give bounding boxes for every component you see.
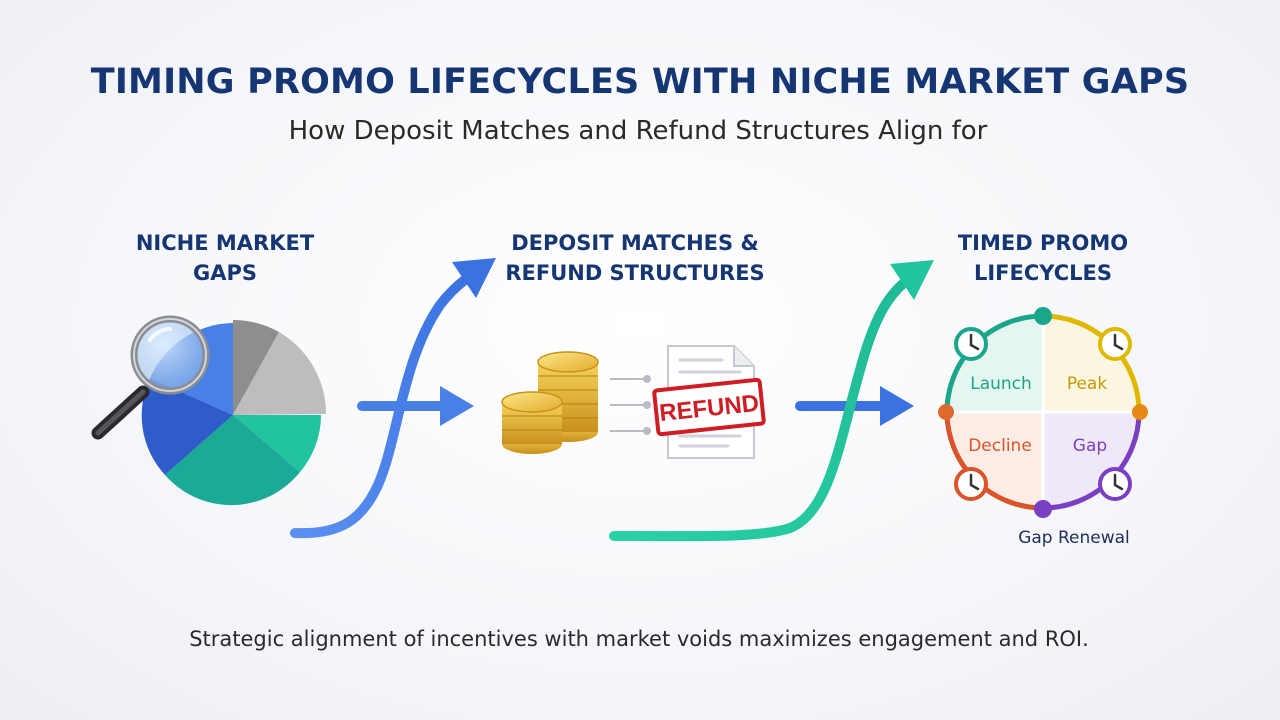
heading-line-2: LIFECYCLES [973, 261, 1113, 285]
refund-stamp: REFUND [652, 377, 766, 437]
heading-timed-promo-lifecycles: TIMED PROMO LIFECYCLES [930, 228, 1156, 288]
clock-icon [1098, 327, 1132, 361]
heading-niche-market-gaps: NICHE MARKET GAPS [110, 228, 340, 288]
pie-slice [141, 378, 233, 475]
lifecycle-node [1034, 500, 1052, 518]
quadrant-label-gap: Gap [1073, 436, 1107, 456]
quadrant-label-decline: Decline [968, 436, 1032, 456]
quadrant-label-launch: Launch [970, 374, 1032, 394]
pie-slice [233, 332, 326, 415]
lifecycle-wheel: Launch Peak Decline Gap [938, 307, 1148, 518]
gap-renewal-label: Gap Renewal [1018, 528, 1130, 548]
pie-slice [233, 320, 279, 415]
connector-lines [610, 375, 651, 435]
heading-line-1: DEPOSIT MATCHES & [511, 231, 759, 255]
lifecycle-node [1034, 307, 1052, 325]
heading-line-2: REFUND STRUCTURES [505, 261, 765, 285]
coin-stack-icon [501, 351, 599, 454]
lifecycle-node [938, 404, 954, 420]
heading-deposit-refund: DEPOSIT MATCHES & REFUND STRUCTURES [480, 228, 790, 288]
heading-line-1: NICHE MARKET [135, 231, 315, 255]
arrow-icon [357, 386, 474, 426]
arrow-icon [795, 386, 914, 426]
lifecycle-node [1132, 404, 1148, 420]
clock-icon [1098, 467, 1132, 501]
heading-line-2: GAPS [192, 261, 257, 285]
pie-slice [165, 415, 300, 506]
arrow-icon [290, 258, 496, 539]
heading-line-1: TIMED PROMO [957, 231, 1129, 255]
quadrant-label-peak: Peak [1067, 374, 1108, 394]
footer-caption: Strategic alignment of incentives with m… [189, 627, 1089, 651]
arrow-icon [609, 260, 934, 542]
magnifier-icon [91, 315, 210, 440]
pie-slice [233, 415, 321, 472]
clock-icon [954, 327, 988, 361]
page-title: TIMING PROMO LIFECYCLES WITH NICHE MARKE… [90, 62, 1190, 102]
clock-icon [954, 467, 988, 501]
page-subtitle: How Deposit Matches and Refund Structure… [288, 116, 988, 146]
